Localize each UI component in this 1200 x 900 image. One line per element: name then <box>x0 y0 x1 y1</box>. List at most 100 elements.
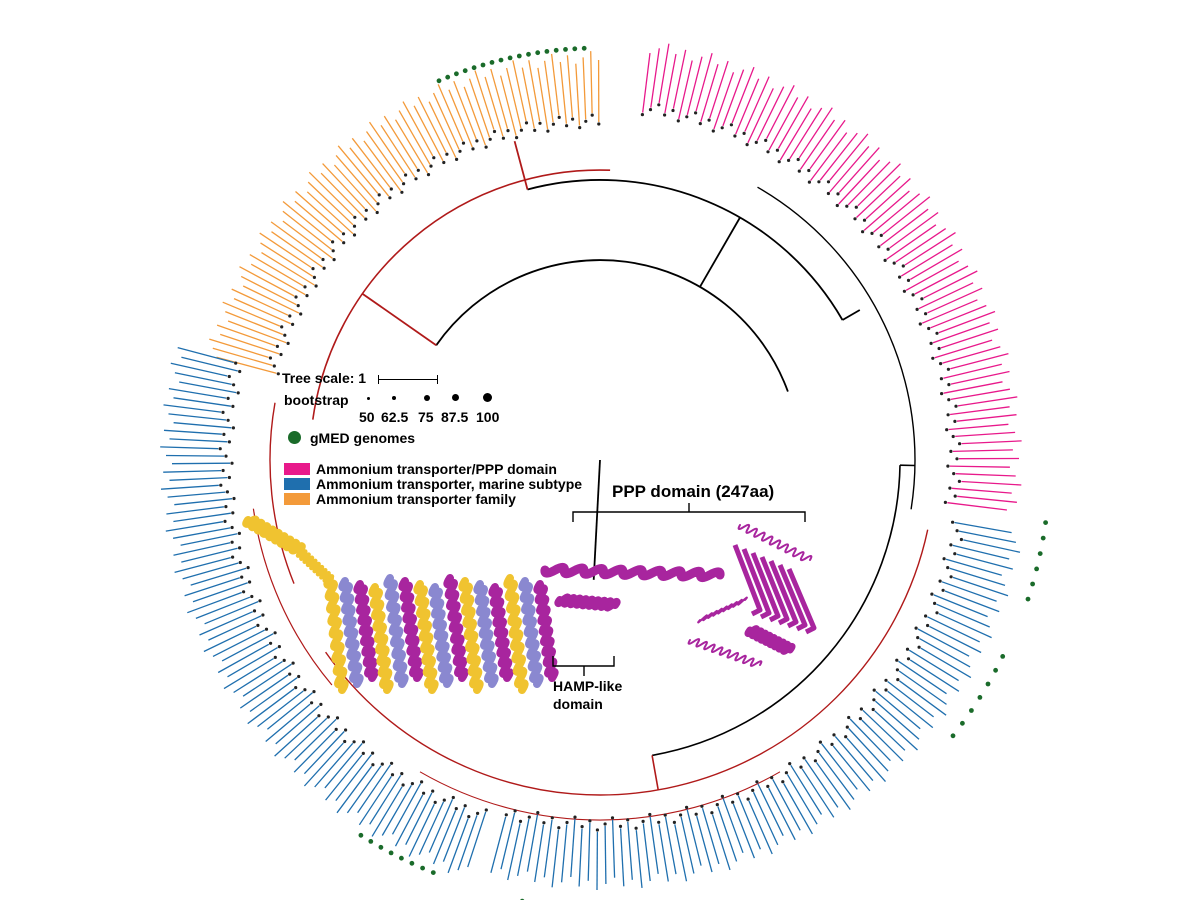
bootstrap-node <box>352 740 356 744</box>
leaf-magenta <box>905 260 959 291</box>
leaf-blue <box>227 647 278 678</box>
bootstrap-node <box>565 124 569 128</box>
bootstrap-node <box>519 128 524 132</box>
bootstrap-node <box>845 725 849 729</box>
leaf-blue <box>929 625 982 654</box>
leaf-blue <box>169 438 228 443</box>
leaf-blue <box>163 469 222 473</box>
leaf-blue <box>919 638 971 668</box>
leaf-blue <box>223 657 274 690</box>
leaf-blue <box>619 828 625 887</box>
leaf-orange <box>468 78 491 138</box>
gmed-marker <box>358 832 364 838</box>
leaf-magenta <box>950 406 1010 416</box>
leaf-blue <box>875 690 921 730</box>
bootstrap-node <box>352 233 357 237</box>
tree-scale-tick-left <box>378 375 379 384</box>
bootstrap-node <box>224 505 228 509</box>
bootstrap-node <box>256 623 260 628</box>
leaf-blue <box>722 798 744 854</box>
leaf-magenta <box>880 208 929 247</box>
leaf-blue <box>664 816 677 875</box>
tree-scale-bar <box>378 379 438 380</box>
leaf-blue <box>846 737 886 783</box>
bootstrap-node <box>380 762 384 766</box>
leaf-magenta <box>948 423 1009 431</box>
leaf-blue <box>181 356 238 372</box>
bootstrap-node <box>755 780 759 784</box>
bootstrap-node <box>311 267 315 271</box>
leaf-blue <box>204 600 259 625</box>
leaf-blue <box>834 735 874 782</box>
bootstrap-node <box>955 457 959 461</box>
protein-core-helix <box>428 583 454 688</box>
protein-core-helix <box>503 574 529 694</box>
leaf-blue <box>732 803 756 859</box>
bootstrap-node <box>906 278 911 282</box>
leaf-magenta <box>930 304 987 329</box>
leaf-blue <box>165 454 225 457</box>
bootstrap-node <box>550 816 554 820</box>
bootstrap-node <box>953 494 957 498</box>
leaf-orange <box>320 172 365 219</box>
leaf-orange <box>550 53 560 116</box>
bootstrap-node <box>916 636 920 640</box>
leaf-magenta <box>789 107 823 160</box>
bootstrap-node <box>787 158 791 162</box>
bootstrap-value-87-5: 87.5 <box>441 409 469 425</box>
bootstrap-node <box>501 136 505 140</box>
leaf-blue <box>604 825 607 885</box>
bootstrap-node <box>371 751 375 755</box>
bootstrap-node <box>242 590 246 594</box>
leaf-orange <box>219 333 280 355</box>
leaf-blue <box>180 533 238 546</box>
bootstrap-node <box>872 698 876 702</box>
bootstrap-node <box>221 468 225 473</box>
bootstrap-node <box>939 362 943 366</box>
leaf-magenta <box>857 163 901 207</box>
bootstrap-node <box>231 555 235 559</box>
leaf-blue <box>428 799 454 853</box>
bootstrap-node <box>694 812 698 816</box>
leaf-blue <box>635 830 643 888</box>
gmed-marker <box>526 51 531 57</box>
gmed-legend-dot <box>288 431 301 444</box>
leaf-magenta <box>895 228 947 263</box>
bootstrap-dot-75 <box>424 395 430 401</box>
leaf-blue <box>786 774 818 825</box>
bootstrap-node <box>431 789 435 793</box>
bootstrap-node <box>492 129 497 134</box>
bootstrap-node <box>248 580 252 584</box>
gmed-marker <box>544 49 550 54</box>
gmed-marker <box>507 55 513 61</box>
leaf-magenta <box>865 178 911 220</box>
leaf-magenta <box>735 78 760 135</box>
protein-core-helix <box>398 577 424 682</box>
bootstrap-node <box>578 126 582 130</box>
protein-core-helix <box>518 577 544 688</box>
bootstrap-node <box>227 440 231 444</box>
gmed-marker <box>563 47 568 52</box>
bootstrap-node <box>905 647 910 651</box>
bootstrap-node <box>361 740 366 744</box>
branch-orange-arc <box>312 169 611 420</box>
bootstrap-node <box>924 614 928 618</box>
tree-leaf-ticks <box>160 43 1022 891</box>
bootstrap-node <box>597 122 601 126</box>
leaf-magenta <box>889 211 939 249</box>
gmed-marker <box>1043 520 1048 525</box>
leaf-blue <box>336 765 373 814</box>
bootstrap-node <box>672 820 677 825</box>
leaf-blue <box>208 615 262 641</box>
protein-long-helix <box>540 562 725 583</box>
bootstrap-node <box>818 740 823 744</box>
bootstrap-node <box>376 202 380 206</box>
leaf-magenta <box>756 86 785 141</box>
gmed-marker <box>498 57 504 63</box>
bootstrap-node <box>458 149 462 153</box>
leaf-magenta <box>940 328 999 349</box>
leaf-blue <box>849 718 891 762</box>
leaf-blue <box>848 728 889 772</box>
leaf-magenta <box>709 60 729 119</box>
bootstrap-node <box>918 322 922 326</box>
